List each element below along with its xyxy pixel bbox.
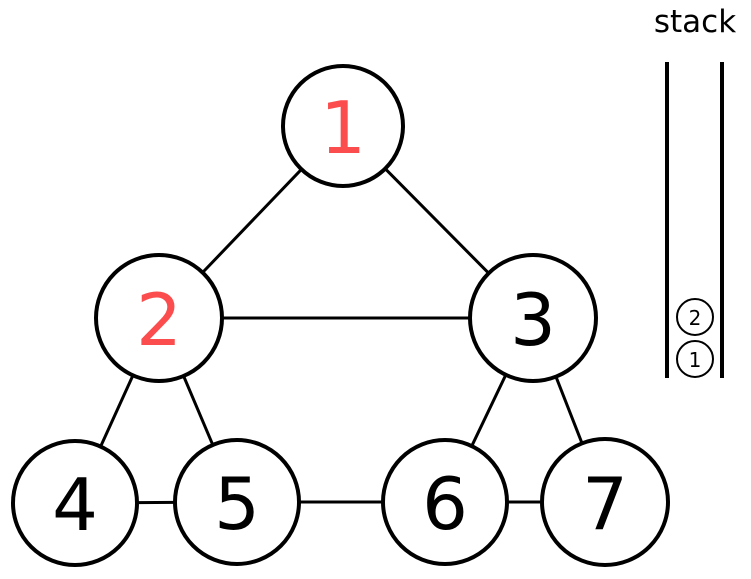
node-label-2: 2 xyxy=(136,278,182,362)
graph-node-1[interactable]: 1 xyxy=(281,64,405,188)
graph-edge-2-5 xyxy=(182,375,215,446)
stack-item-label-1: 1 xyxy=(689,348,702,372)
graph-edge-1-3 xyxy=(384,167,490,275)
node-circle-7[interactable] xyxy=(540,437,670,567)
node-circle-2[interactable] xyxy=(94,253,224,383)
graph-edge-2-4 xyxy=(99,374,135,448)
stack-panel: stack 2 1 xyxy=(654,4,736,378)
graph-node-2[interactable]: 2 xyxy=(94,253,224,383)
graph-node-4[interactable]: 4 xyxy=(11,439,139,567)
node-label-7: 7 xyxy=(582,462,628,546)
stack-item-circle-1[interactable] xyxy=(676,340,714,378)
node-circle-5[interactable] xyxy=(173,438,301,566)
node-label-3: 3 xyxy=(510,278,556,362)
node-label-6: 6 xyxy=(422,462,468,546)
graph-node-3[interactable]: 3 xyxy=(468,253,598,383)
graph-node-5[interactable]: 5 xyxy=(173,438,301,566)
stack-item-2[interactable]: 2 xyxy=(676,298,714,336)
node-label-5: 5 xyxy=(214,462,260,546)
graph-nodes-layer: 1 2 3 4 5 6 7 xyxy=(11,64,670,567)
graph-edges-layer xyxy=(99,167,584,505)
graph-edge-1-2 xyxy=(201,168,303,274)
node-label-1: 1 xyxy=(320,86,366,170)
graph-edge-3-7 xyxy=(554,376,584,444)
stack-item-1[interactable]: 1 xyxy=(676,340,714,378)
node-circle-1[interactable] xyxy=(281,64,405,188)
stack-item-label-2: 2 xyxy=(689,306,702,330)
stack-title: stack xyxy=(654,4,736,40)
graph-edge-3-6 xyxy=(470,374,508,447)
node-circle-3[interactable] xyxy=(468,253,598,383)
node-circle-6[interactable] xyxy=(381,438,509,566)
stack-item-circle-2[interactable] xyxy=(676,298,714,336)
node-label-4: 4 xyxy=(52,463,98,547)
graph-node-6[interactable]: 6 xyxy=(381,438,509,566)
node-circle-4[interactable] xyxy=(11,439,139,567)
graph-node-7[interactable]: 7 xyxy=(540,437,670,567)
